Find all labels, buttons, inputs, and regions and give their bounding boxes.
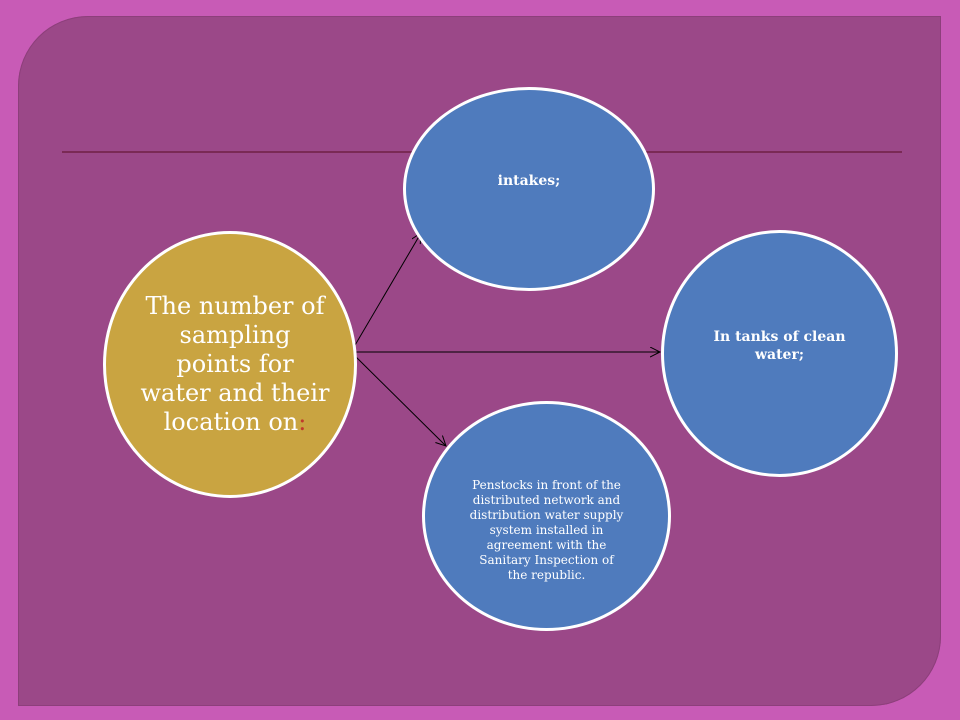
- node-penstocks-label: Penstocks in front of the distributed ne…: [469, 477, 624, 582]
- arrow-to-intakes: [350, 233, 421, 353]
- center-colon: :: [298, 408, 307, 436]
- node-tanks: In tanks of clean water;: [661, 230, 898, 477]
- node-intakes-label: intakes;: [497, 173, 561, 189]
- center-text: The number of sampling points for water …: [140, 292, 330, 436]
- node-intakes: intakes;: [403, 87, 655, 291]
- center-node-label: The number of sampling points for water …: [140, 292, 330, 437]
- arrow-to-penstocks: [350, 351, 446, 446]
- node-tanks-label: In tanks of clean water;: [713, 328, 846, 363]
- center-node: The number of sampling points for water …: [103, 231, 357, 498]
- node-penstocks: Penstocks in front of the distributed ne…: [422, 401, 671, 631]
